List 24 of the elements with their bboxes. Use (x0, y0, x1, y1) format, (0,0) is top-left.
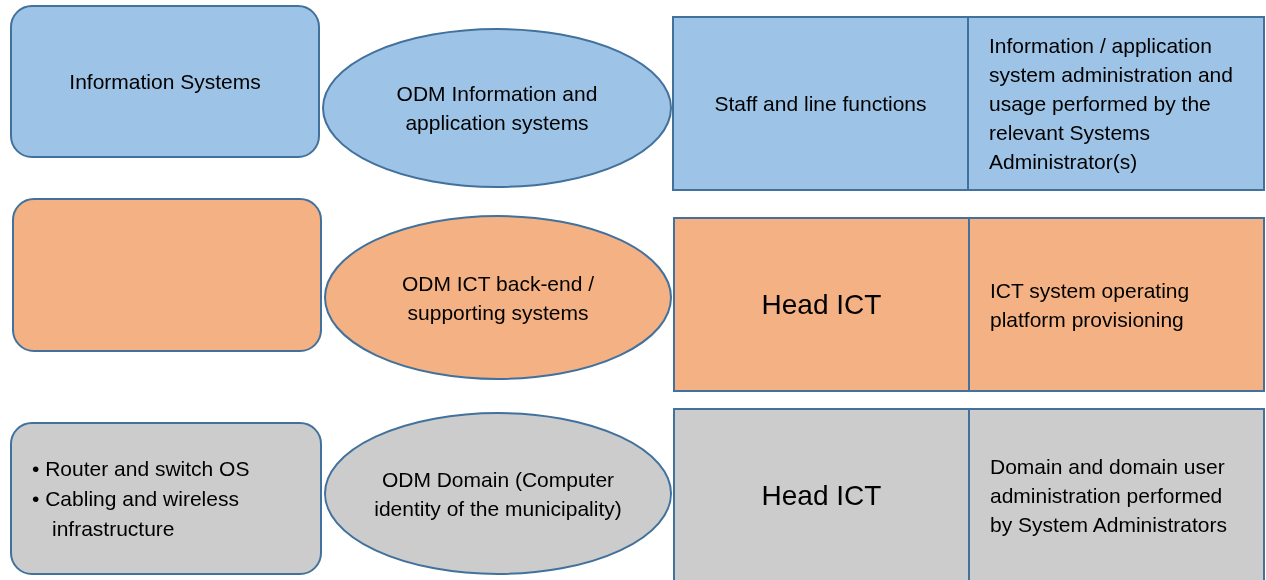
system-box (12, 198, 322, 352)
description-text: ICT system operating platform provisioning (990, 277, 1191, 333)
description-text: Information / application system administration and usage performed by the relevant Systems Administrator(s) (989, 33, 1234, 175)
node-text: Information Systems (69, 69, 261, 95)
category-ellipse (322, 28, 672, 188)
role-box (673, 217, 970, 392)
bullet-item: • Cabling and wireless infrastructure (32, 485, 240, 542)
description-box (967, 16, 1265, 191)
category-ellipse (324, 412, 672, 575)
node-text: ODM Domain (Computer identity of the municipality) (373, 466, 623, 522)
description-box (968, 408, 1265, 580)
category-ellipse (324, 215, 672, 380)
bullet-item: • Router and switch OS (32, 455, 251, 482)
role-box (673, 408, 970, 580)
system-box (10, 422, 322, 575)
role-text: Head ICT (761, 478, 882, 513)
description-box (968, 217, 1265, 392)
role-box (672, 16, 969, 191)
system-box (10, 5, 320, 158)
role-text: Staff and line functions (714, 91, 927, 117)
node-text: ODM Information and application systems (395, 81, 599, 136)
description-text: Domain and domain user administration performed by System Administrators (990, 454, 1228, 538)
role-text: Head ICT (761, 287, 882, 322)
node-text: ODM ICT back-end / supporting systems (400, 270, 596, 326)
